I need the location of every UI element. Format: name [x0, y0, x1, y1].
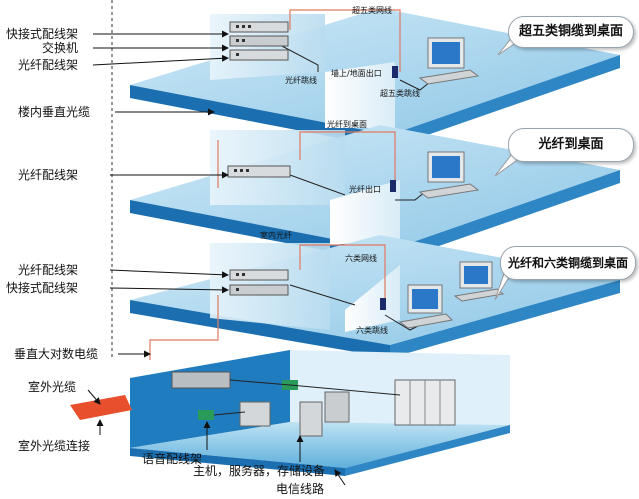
label-fiber-to-desktop-small: 光纤到桌面: [327, 120, 367, 129]
callout-cat5e-to-desktop: 超五类铜缆到桌面: [508, 16, 634, 48]
label-indoor-fiber: 室内光纤: [260, 231, 292, 240]
outdoor-fiber-patch: [70, 395, 132, 420]
label-cat6-network-cable: 六类网线: [345, 254, 377, 263]
callout-fiber-cat6-text: 光纤和六类铜缆到桌面: [507, 256, 628, 270]
label-cat5e-jumper: 超五类跳线: [380, 89, 420, 98]
pc-middle: [418, 151, 480, 199]
rack-lower: [229, 269, 289, 296]
floor-middle: [130, 125, 620, 263]
label-wall-floor-outlet: 墙上/地面出口: [331, 69, 382, 78]
label-host-server-storage: 主机，服务器，存储设备: [193, 464, 326, 478]
outlet-middle: [390, 180, 396, 192]
label-arrows: [87, 30, 346, 486]
pc-lower-2: [453, 261, 505, 302]
label-fiber-patch-panel-2: 光纤配线架: [18, 168, 79, 182]
label-voice-patch-panel: 语音配线架: [142, 452, 203, 466]
callout-cat5e-text: 超五类铜缆到桌面: [518, 24, 623, 39]
label-building-vertical-fiber: 楼内垂直光缆: [18, 105, 91, 119]
outlet-top: [392, 66, 398, 78]
pc-top: [418, 37, 480, 85]
label-fiber-jumper: 光纤跳线: [285, 76, 317, 85]
label-quick-patch-panel-2: 快接式配线架: [6, 281, 79, 295]
label-vertical-large-pair-cable: 垂直大对数电缆: [14, 347, 99, 361]
label-cat5e-network-cable: 超五类网线: [352, 6, 392, 15]
label-fiber-outlet: 光纤出口: [349, 185, 381, 194]
callout-fiber-cat6-to-desktop: 光纤和六类铜缆到桌面: [500, 246, 636, 280]
callout-fiber-to-desktop: 光纤到桌面: [508, 128, 634, 162]
label-telecom-line: 电信线路: [276, 482, 325, 496]
rack-middle: [227, 165, 291, 178]
pc-lower-1: [398, 284, 454, 329]
label-quick-patch-panel-1: 快接式配线架: [6, 27, 79, 41]
label-fiber-patch-panel-3: 光纤配线架: [18, 263, 79, 277]
label-cat6-jumper: 六类跳线: [356, 326, 388, 335]
outlet-lower: [380, 298, 386, 310]
label-switch: 交换机: [42, 41, 79, 55]
label-fiber-patch-panel-1: 光纤配线架: [18, 58, 79, 72]
label-outdoor-fiber: 室外光缆: [28, 380, 77, 394]
callout-fiber-text: 光纤到桌面: [538, 137, 604, 152]
label-outdoor-fiber-connection: 室外光缆连接: [18, 439, 91, 453]
rack-stack-top: [229, 21, 289, 61]
basement-equipment: [171, 371, 456, 437]
red-cables: [149, 9, 401, 360]
